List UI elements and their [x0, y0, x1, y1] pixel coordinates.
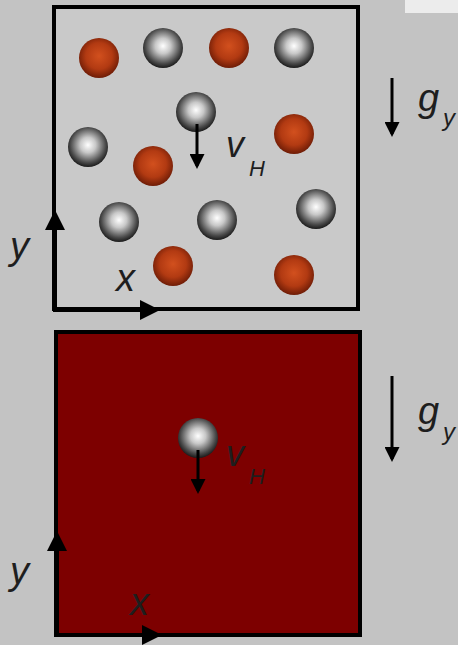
x-axis: [53, 308, 156, 312]
particles: [68, 28, 336, 295]
axis-label: y: [10, 552, 29, 590]
velocity-arrow: [196, 124, 199, 166]
continuum-panel: [56, 332, 360, 635]
x-axis: [55, 633, 158, 637]
gravity-arrow: [391, 376, 394, 459]
axis-label: y: [10, 227, 29, 265]
axis-label: x: [130, 583, 149, 621]
gravity-arrow: [391, 78, 394, 134]
velocity-arrow: [197, 450, 200, 491]
gravity-symbol: g: [418, 79, 439, 117]
mixture-panel: [54, 7, 358, 309]
y-axis: [53, 214, 57, 311]
velocity-symbol: v: [226, 127, 244, 163]
y-axis: [55, 535, 59, 637]
subscript: H: [249, 466, 265, 488]
axis-label: x: [116, 259, 135, 297]
corner-patch: [405, 0, 458, 13]
subscript: y: [443, 420, 455, 444]
velocity-symbol: v: [226, 436, 244, 472]
subscript: H: [249, 158, 265, 180]
gravity-symbol: g: [418, 392, 439, 430]
subscript: y: [443, 106, 455, 130]
